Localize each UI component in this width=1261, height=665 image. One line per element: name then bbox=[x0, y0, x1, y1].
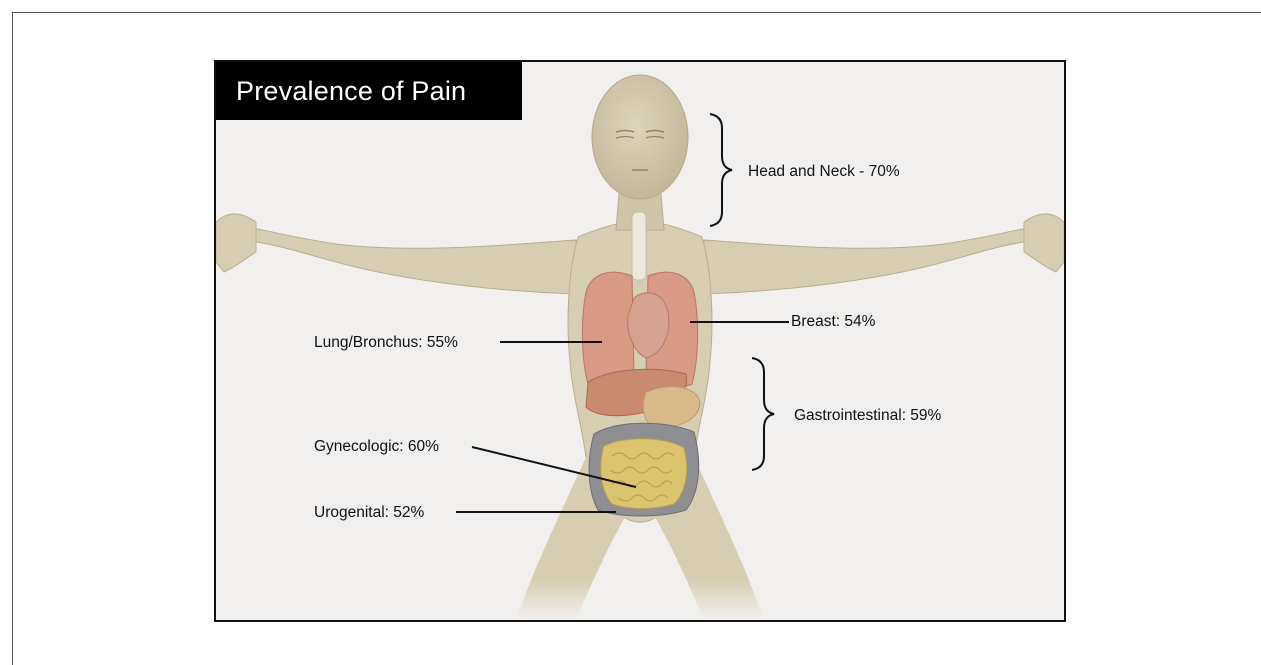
trachea bbox=[632, 212, 646, 280]
left-arm bbox=[244, 227, 576, 294]
gastro-brace bbox=[752, 358, 774, 470]
gastrointestinal-label: Gastrointestinal: 59% bbox=[794, 407, 941, 425]
gynecologic-label: Gynecologic: 60% bbox=[314, 438, 439, 456]
left-hand bbox=[216, 214, 256, 272]
diagram-figure: Prevalence of Pain Head and Neck - 70% B… bbox=[214, 60, 1066, 622]
breast-label: Breast: 54% bbox=[791, 313, 875, 331]
right-arm bbox=[704, 227, 1036, 294]
head bbox=[592, 75, 688, 199]
urogenital-label: Urogenital: 52% bbox=[314, 504, 424, 522]
head-neck-label: Head and Neck - 70% bbox=[748, 163, 900, 181]
right-hand bbox=[1024, 214, 1064, 272]
head-neck-brace bbox=[710, 114, 732, 226]
title-box: Prevalence of Pain bbox=[216, 62, 522, 120]
lung-bronchus-label: Lung/Bronchus: 55% bbox=[314, 334, 458, 352]
left-lung bbox=[582, 272, 634, 386]
